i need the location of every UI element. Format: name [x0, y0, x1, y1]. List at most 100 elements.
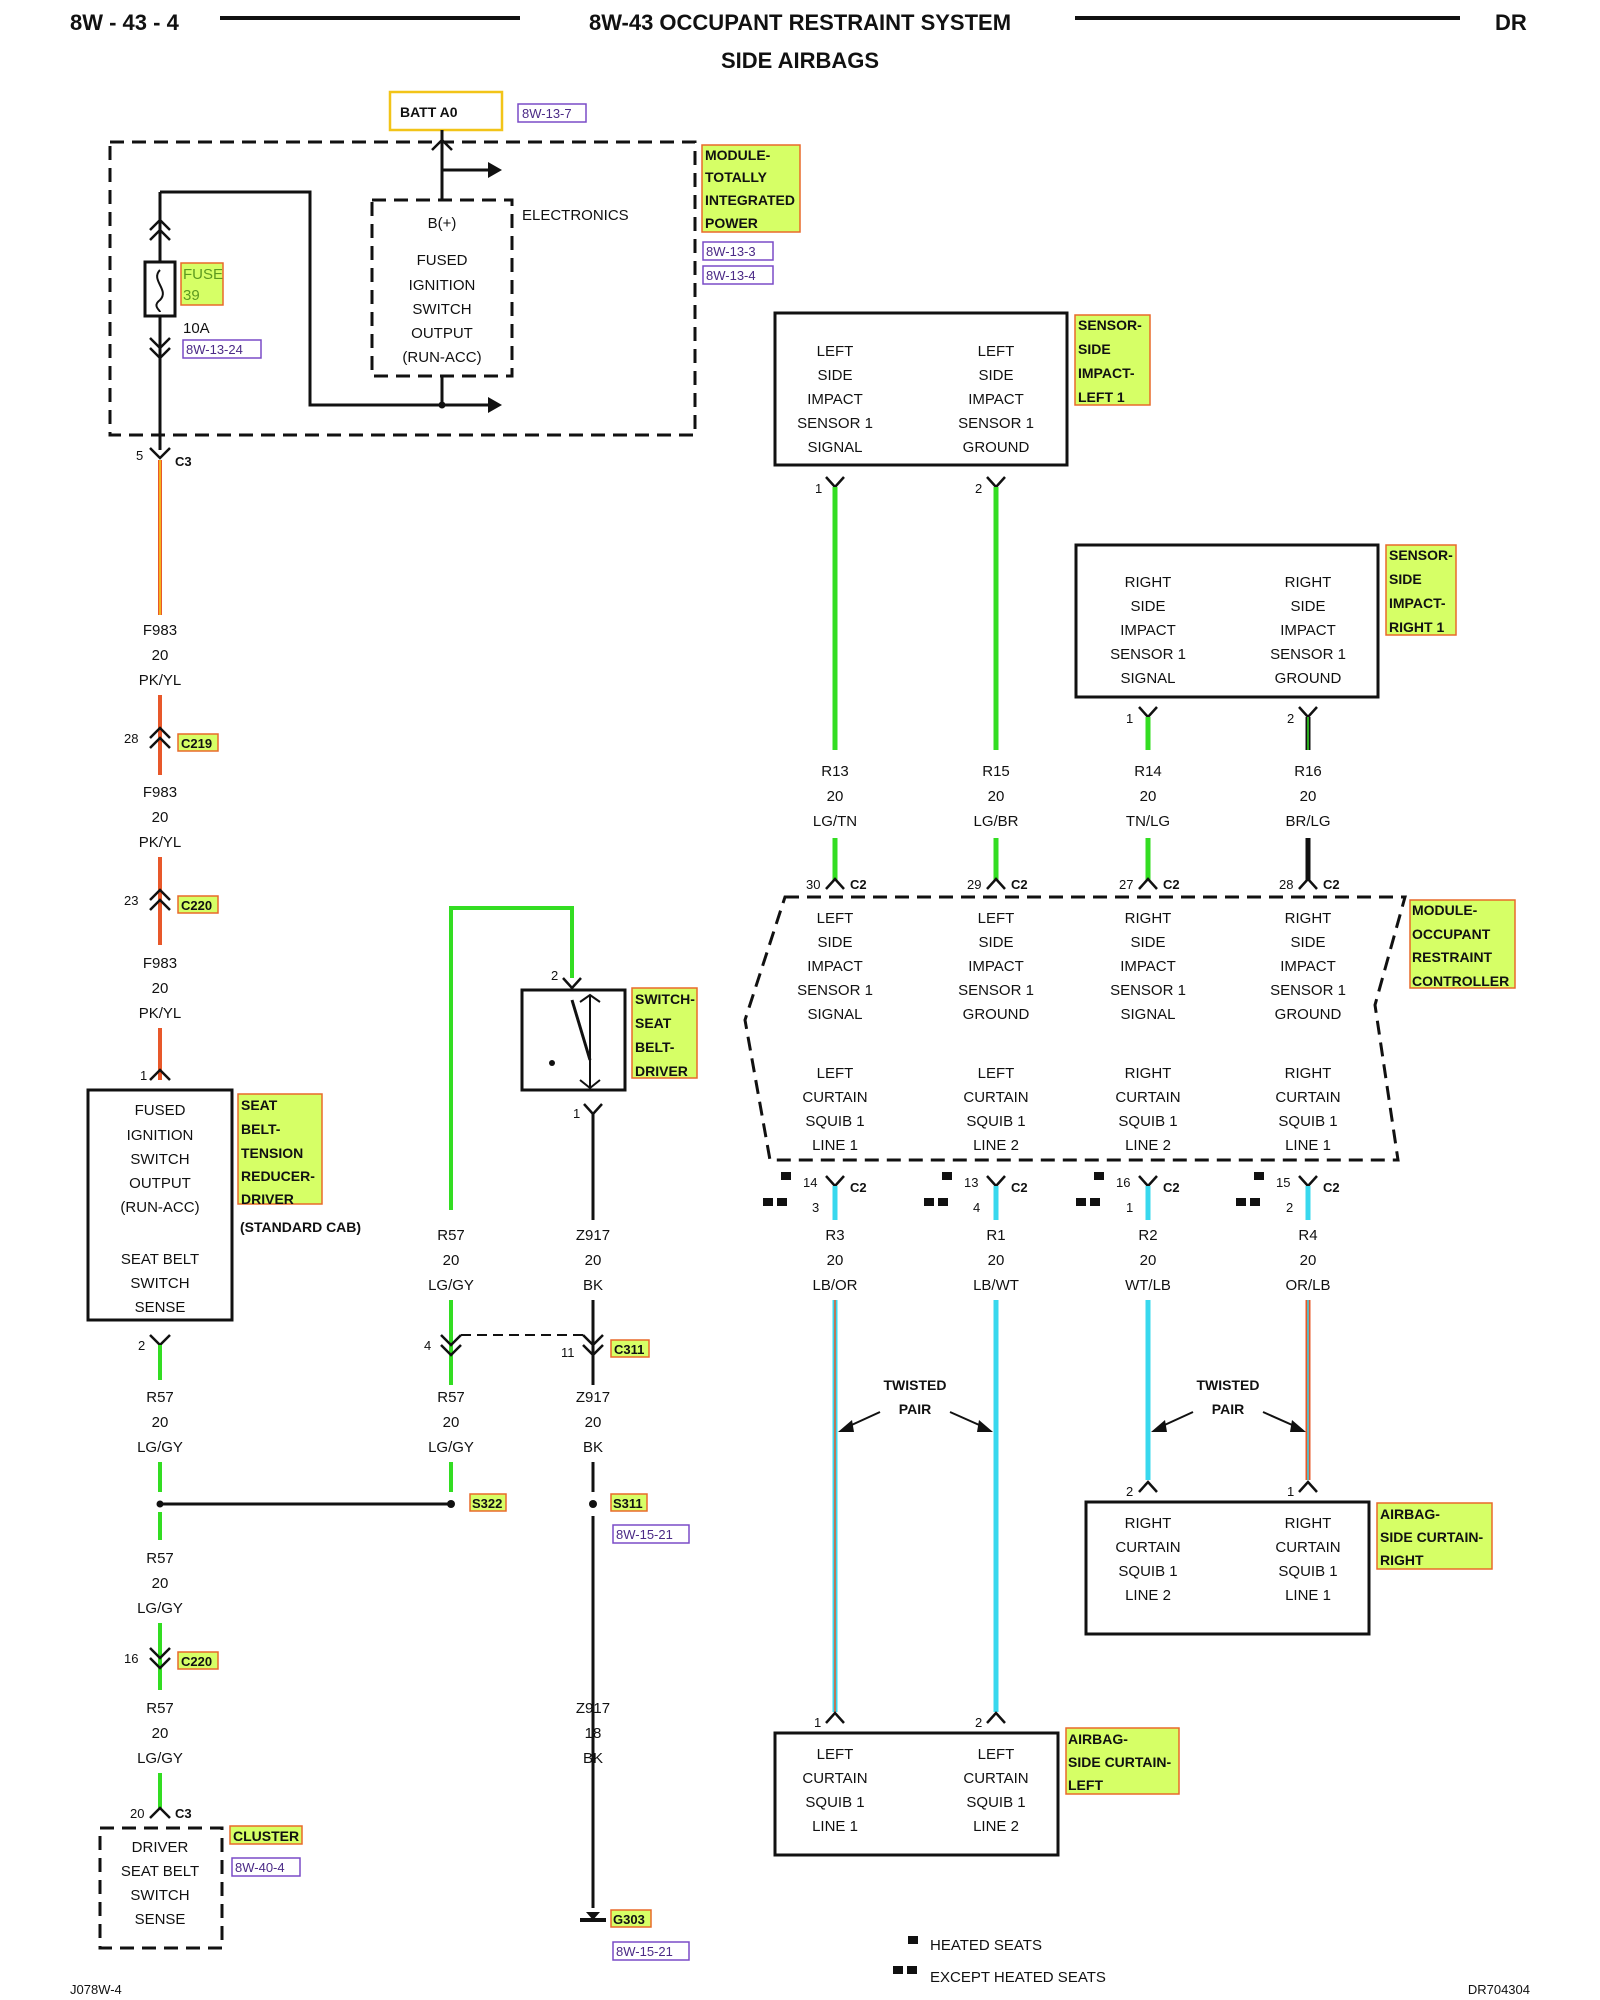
controller-tag-box — [1409, 899, 1516, 989]
footer-left-code: J078W-4 — [70, 1982, 122, 1997]
squib-wires: R3 20 LB/OR R1 20 LB/WT R2 20 WT/LB R4 2… — [812, 1186, 1331, 1712]
sensor-tag-line: RIGHT 1 — [1389, 619, 1444, 635]
s322-splice-dot — [447, 1500, 455, 1508]
c311-left-connector-icon — [440, 1334, 462, 1357]
c311-right-connector-icon — [582, 1334, 604, 1357]
batt-ref[interactable]: 8W-13-7 — [522, 106, 572, 121]
g303-tag-box — [610, 1909, 652, 1928]
tipm-ref-1[interactable]: 8W-13-3 — [706, 244, 756, 259]
airbag-label: CURTAIN — [1115, 1539, 1180, 1556]
airbag-tag-line: AIRBAG- — [1380, 1506, 1440, 1522]
wire-label: 20 — [443, 1414, 460, 1431]
svg-text:CURTAIN: CURTAIN — [1275, 1089, 1340, 1106]
output-arrow-icon — [488, 397, 502, 413]
wire-label: BK — [583, 1439, 603, 1456]
wire-label: 20 — [585, 1414, 602, 1431]
fuse-element-icon — [155, 269, 164, 313]
wire-label: R57 — [146, 1550, 174, 1567]
airbag-label: LINE 2 — [973, 1818, 1019, 1835]
c219-tag-box — [177, 733, 219, 752]
wire-label: R3 — [825, 1227, 844, 1244]
switch-bottom-connector-icon — [583, 1103, 603, 1116]
svg-text:LINE 2: LINE 2 — [973, 1137, 1019, 1154]
g303-label: G303 — [613, 1912, 645, 1927]
c219-label: C219 — [181, 736, 212, 751]
fuse-ref[interactable]: 8W-13-24 — [186, 342, 243, 357]
out-pin-group-2: 13 4 C2 — [924, 1172, 1028, 1215]
svg-text:SEAT BELT: SEAT BELT — [121, 1251, 199, 1268]
right-curtain-airbag: 2 1 RIGHT CURTAIN SQUIB 1 LINE 2 RIGHT C… — [1084, 1480, 1493, 1636]
svg-text:SIGNAL: SIGNAL — [807, 1006, 862, 1023]
c2-pin-30: 30 — [806, 877, 820, 892]
wire-label: 20 — [1140, 788, 1157, 805]
svg-text:LEFT: LEFT — [817, 1065, 854, 1082]
c220-tag-box — [177, 895, 219, 914]
c2-out-label: C2 — [1323, 1180, 1340, 1195]
wire-label: 20 — [152, 1575, 169, 1592]
sensor-label: SENSOR 1 — [1110, 646, 1186, 663]
svg-text:RIGHT: RIGHT — [1125, 910, 1172, 927]
legend: HEATED SEATS EXCEPT HEATED SEATS — [893, 1936, 1106, 1986]
controller-tag-line: OCCUPANT — [1412, 926, 1491, 942]
tipm-ref-2[interactable]: 8W-13-4 — [706, 268, 756, 283]
wire-label: 20 — [827, 1252, 844, 1269]
airbag-tag-line: SIDE CURTAIN- — [1068, 1754, 1172, 1770]
svg-text:RIGHT: RIGHT — [1285, 1065, 1332, 1082]
tipm-tag-line: INTEGRATED — [705, 192, 795, 208]
sensor-label: IMPACT — [807, 391, 863, 408]
controller-col-3: RIGHT SIDE IMPACT SENSOR 1 SIGNAL RIGHT … — [1110, 910, 1186, 1154]
twisted-pair-arrowhead-icon — [838, 1420, 854, 1432]
heated-seats-icon — [1094, 1172, 1104, 1180]
twisted-pair-label: TWISTED — [884, 1377, 947, 1393]
fuse-tag-box — [180, 262, 224, 306]
switch-terminal-top — [579, 993, 601, 1003]
wire-label: PK/YL — [139, 834, 182, 851]
c220b-label: C220 — [181, 1654, 212, 1669]
switch-contact-dot — [549, 1060, 555, 1066]
svg-text:FUSED: FUSED — [135, 1102, 186, 1119]
svg-text:IGNITION: IGNITION — [409, 277, 476, 294]
splice-dot — [438, 401, 446, 409]
g303-ref[interactable]: 8W-15-21 — [616, 1944, 673, 1959]
switch-tag-box — [631, 987, 698, 1079]
c220-label: C220 — [181, 898, 212, 913]
reducer-sense-label: SEAT BELT SWITCH SENSE — [121, 1251, 199, 1316]
airbag-tag-line: SIDE CURTAIN- — [1380, 1529, 1484, 1545]
tipm-fused-output-label: FUSED IGNITION SWITCH OUTPUT (RUN-ACC) — [402, 252, 481, 366]
twisted-pair-label: PAIR — [1212, 1401, 1244, 1417]
svg-text:SIDE: SIDE — [1290, 934, 1325, 951]
reducer-tag-box — [237, 1093, 323, 1205]
svg-text:CURTAIN: CURTAIN — [1115, 1089, 1180, 1106]
heated-pin: 14 — [803, 1175, 817, 1190]
sensor-connector-icon — [825, 476, 845, 489]
sensor-label: IMPACT — [1280, 622, 1336, 639]
sensor-connector-icon — [986, 476, 1006, 489]
footer: J078W-4 DR704304 — [70, 1982, 1530, 1997]
wire-label: 20 — [152, 980, 169, 997]
batt-label: BATT A0 — [400, 104, 458, 120]
svg-text:SWITCH: SWITCH — [412, 301, 471, 318]
twisted-pair-right: TWISTED PAIR — [1151, 1377, 1306, 1432]
out-pin-group-1: 14 3 C2 — [763, 1172, 867, 1215]
svg-text:SWITCH: SWITCH — [130, 1887, 189, 1904]
wire-label: R16 — [1294, 763, 1322, 780]
tipm-outline — [108, 140, 697, 437]
wire-label: LG/BR — [973, 813, 1018, 830]
wire-label: R2 — [1138, 1227, 1157, 1244]
sensor-connector-icon — [1138, 706, 1158, 719]
c2-out-connector-icon — [825, 1175, 845, 1188]
cluster-ref[interactable]: 8W-40-4 — [235, 1860, 285, 1875]
cluster-tag-box — [229, 1825, 303, 1845]
airbag-label: SQUIB 1 — [1278, 1563, 1337, 1580]
s311-ref[interactable]: 8W-15-21 — [616, 1527, 673, 1542]
reducer-out-connector-icon — [149, 1334, 171, 1347]
svg-text:SWITCH: SWITCH — [130, 1151, 189, 1168]
except-heated-icon — [1076, 1198, 1086, 1206]
c2-out-connector-icon — [1138, 1175, 1158, 1188]
right-airbag-pin-1: 1 — [1287, 1484, 1294, 1499]
c2-label: C2 — [850, 877, 867, 892]
sensor-tag-line: IMPACT- — [1389, 595, 1446, 611]
c2-pin-27: 27 — [1119, 877, 1133, 892]
batt-arrow — [431, 138, 453, 151]
c311-pin-11: 11 — [561, 1345, 575, 1360]
